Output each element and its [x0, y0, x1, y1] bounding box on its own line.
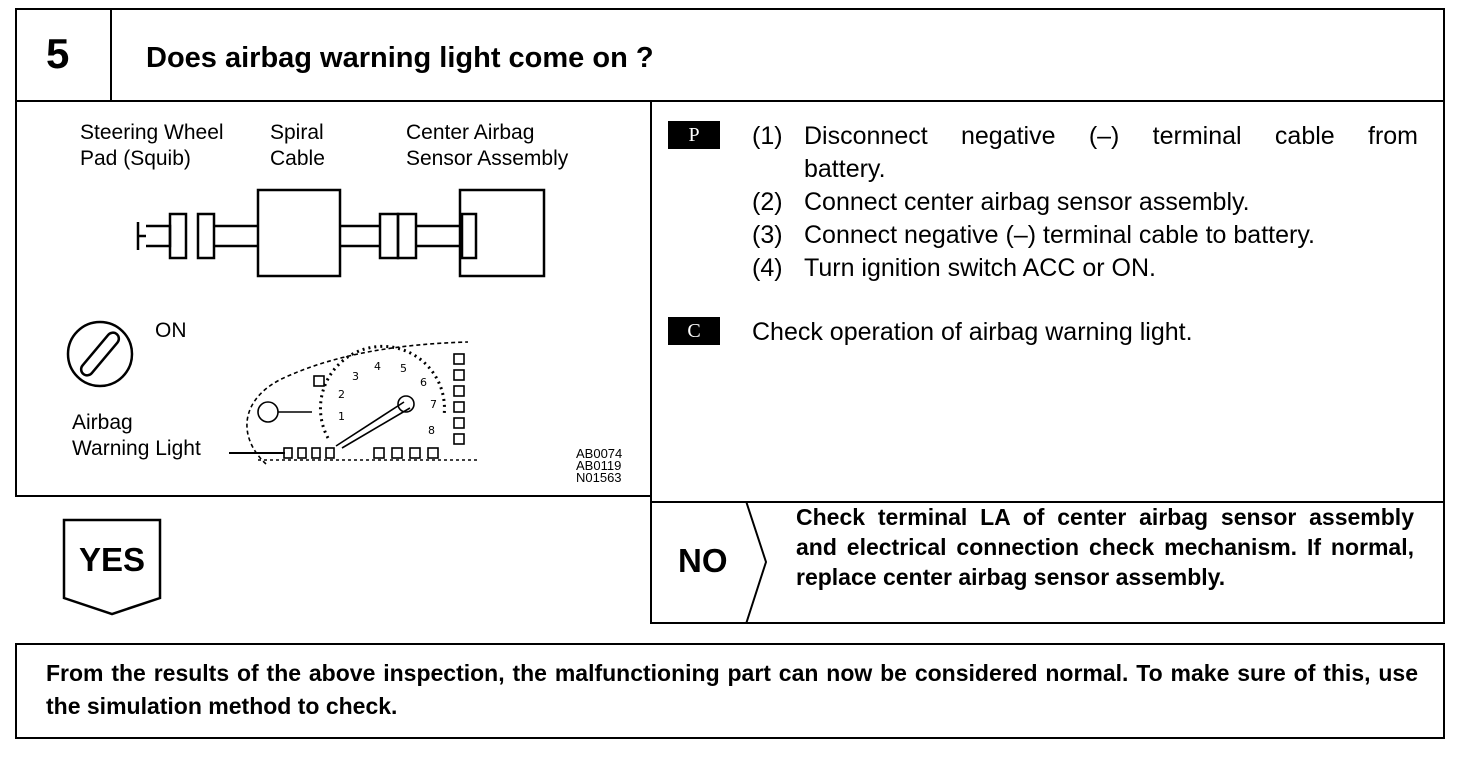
- svg-text:8: 8: [428, 424, 435, 437]
- svg-text:1: 1: [338, 410, 345, 423]
- svg-text:7: 7: [430, 398, 437, 411]
- ignition-key-icon: [66, 320, 134, 388]
- no-result-box: [650, 501, 1445, 624]
- no-action-text: Check terminal LA of center airbag senso…: [796, 504, 1414, 590]
- warning-light-leader-line: [229, 452, 285, 454]
- procedure-step-3: (3) Connect negative (–) terminal cable …: [752, 221, 1315, 249]
- p-badge: P: [668, 121, 720, 149]
- connector-diagram: [136, 188, 546, 278]
- footer-note: From the results of the above inspection…: [46, 660, 1418, 719]
- procedure-steps: (1) Disconnect negative (–) terminal cab…: [752, 120, 1418, 285]
- check-instruction: Check operation of airbag warning light.: [752, 318, 1193, 346]
- procedure-step-1: (1) Disconnect negative (–) terminal cab…: [752, 122, 1418, 183]
- svg-text:6: 6: [420, 376, 427, 389]
- label-on: ON: [155, 319, 187, 342]
- step-question: Does airbag warning light come on ?: [146, 42, 654, 74]
- svg-text:2: 2: [338, 388, 345, 401]
- svg-text:4: 4: [374, 360, 381, 373]
- footer-note-box: [15, 643, 1445, 739]
- yes-label: YES: [78, 541, 146, 578]
- svg-text:3: 3: [352, 370, 359, 383]
- procedure-step-4: (4) Turn ignition switch ACC or ON.: [752, 254, 1156, 282]
- c-badge: C: [668, 317, 720, 345]
- no-label: NO: [678, 542, 728, 579]
- yes-arrow-shape: [62, 518, 162, 616]
- instrument-cluster-icon: 1 2 3 4 5 6 7 8: [246, 341, 478, 465]
- step-number: 5: [46, 30, 70, 77]
- svg-text:5: 5: [400, 362, 407, 375]
- no-chevron: [745, 501, 768, 624]
- step-number-divider: [110, 8, 112, 102]
- procedure-step-2: (2) Connect center airbag sensor assembl…: [752, 188, 1250, 216]
